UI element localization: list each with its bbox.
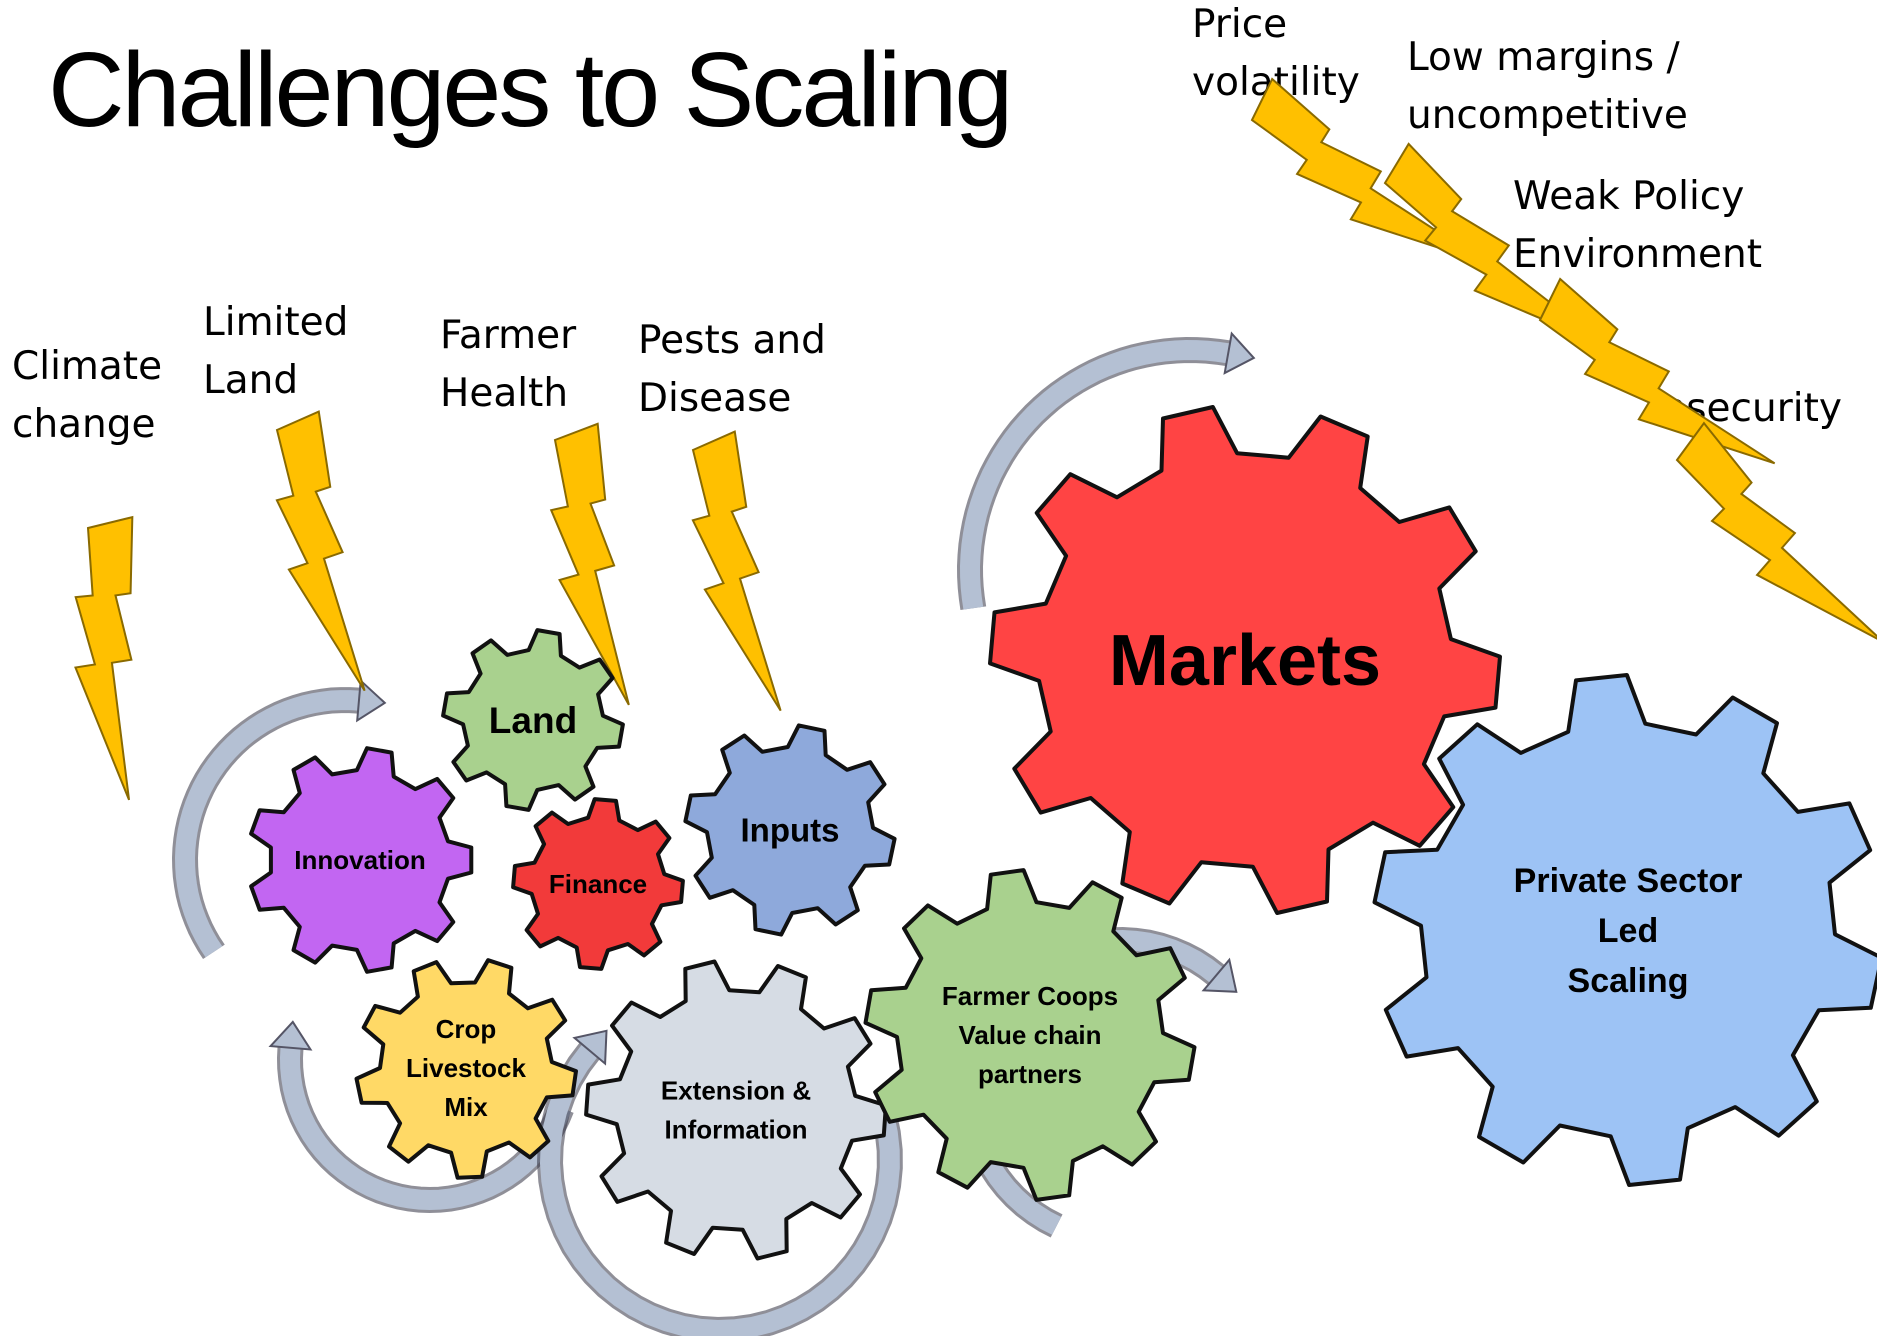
bolt-insecurity-icon [1675, 421, 1877, 643]
gear-inputs-label: Inputs [741, 812, 840, 849]
gear-extension-label: Information [665, 1115, 808, 1145]
gear-crop-livestock-label: Crop [436, 1014, 497, 1044]
arrow-bottom [536, 1029, 903, 1336]
gear-land: Land [441, 628, 625, 812]
arrow-markets-cycle [956, 331, 1256, 611]
arrow-lower-left [268, 1020, 574, 1214]
gear-private-sector-label: Private Sector [1514, 862, 1743, 900]
gear-finance: Finance [511, 797, 685, 971]
gear-inputs-shape [683, 723, 897, 937]
gear-markets: Markets [988, 405, 1502, 915]
bolt-policy-icon [1538, 277, 1776, 465]
gear-finance-shape [511, 797, 685, 971]
gear-markets-shape [988, 405, 1502, 915]
gear-innovation-label: Innovation [294, 845, 425, 875]
gear-inputs: Inputs [683, 723, 897, 937]
page-title: Challenges to Scaling [48, 31, 1013, 149]
lightning-bolts [74, 77, 1877, 801]
gear-coops-label: Farmer Coops [942, 981, 1118, 1011]
gear-private-sector-label: Scaling [1568, 962, 1689, 1000]
gear-land-shape [441, 628, 625, 812]
gear-innovation: Innovation [249, 746, 474, 974]
gear-coops-label: partners [978, 1059, 1082, 1089]
bolt-limited-land-icon [275, 410, 366, 692]
bolt-margins-icon [1383, 142, 1607, 348]
gear-finance-label: Finance [549, 869, 647, 899]
challenge-label-price-volatility: Pricevolatility [1192, 2, 1360, 105]
bolt-pests-icon [691, 430, 782, 712]
gear-coops-shape [863, 868, 1197, 1202]
gear-private-sector-label: Led [1598, 912, 1658, 950]
gear-innovation-shape [249, 746, 474, 974]
cycle-arrows [171, 331, 1256, 1336]
gear-land-label: Land [489, 700, 577, 741]
bolt-farmer-health-icon [549, 422, 630, 706]
challenge-label-low-margins: Low margins /uncompetitive [1407, 35, 1688, 138]
gear-coops-label: Value chain [958, 1020, 1101, 1050]
gear-crop-livestock-label: Mix [444, 1092, 488, 1122]
gear-crop-livestock-label: Livestock [406, 1053, 526, 1083]
bolt-price-icon [1250, 77, 1488, 265]
gear-extension: Extension & Information [584, 959, 888, 1261]
gear-markets-label: Markets [1109, 621, 1381, 701]
gear-crop-livestock-shape [354, 958, 578, 1180]
gear-extension-shape [584, 959, 888, 1261]
gear-private-sector-shape [1372, 673, 1877, 1187]
bolt-climate-icon [74, 515, 134, 801]
gear-extension-label: Extension & [661, 1076, 811, 1106]
